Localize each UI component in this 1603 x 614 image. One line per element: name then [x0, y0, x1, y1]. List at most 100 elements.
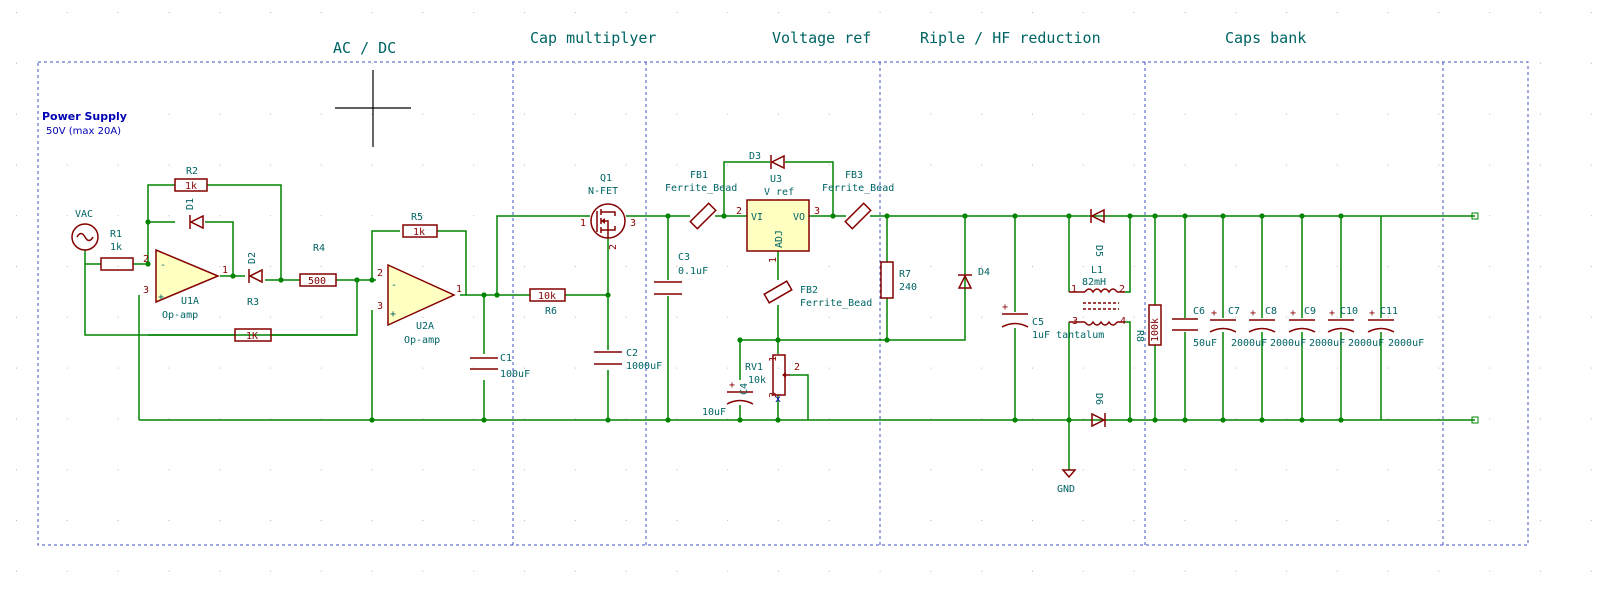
capacitor-c7[interactable]: + C7 2000uF — [1209, 306, 1267, 349]
grid-dot — [320, 367, 322, 369]
grid-dot — [1540, 215, 1541, 217]
fb1-ref: FB1 — [690, 170, 708, 181]
output-terminal-positive[interactable] — [1471, 212, 1479, 220]
junction-dot — [605, 292, 611, 298]
grid-dot — [828, 12, 830, 13]
grid-dot — [524, 469, 525, 471]
capacitor-c4[interactable]: + C4 10uF — [702, 380, 754, 418]
ferrite-bead-fb1[interactable]: FB1 Ferrite_Bead — [665, 170, 737, 230]
ferrite-bead-fb2[interactable]: FB2 Ferrite_Bead — [763, 280, 872, 309]
capacitor-c3[interactable]: C3 0.1uF — [654, 252, 708, 295]
grid-dot — [524, 12, 525, 13]
c8-ref: C8 — [1265, 306, 1277, 317]
diode-d3[interactable]: D3 — [749, 151, 785, 170]
grid-dot — [1235, 520, 1237, 521]
grid-dot — [66, 215, 68, 217]
grid-dot — [778, 12, 779, 13]
resistor-r1[interactable]: R1 1k — [100, 229, 134, 271]
capacitor-c5[interactable]: + C5 1uF tantalum — [1001, 302, 1104, 341]
potentiometer-rv1[interactable]: RV1 10k 2 1 3 x — [745, 354, 800, 405]
grid-dot — [16, 418, 17, 420]
junction-dot — [1182, 213, 1188, 219]
grid-dot — [270, 367, 271, 369]
rv1-pin3: 3 — [768, 392, 779, 398]
u2-pin1: 1 — [456, 284, 462, 295]
diode-d1[interactable]: D1 — [185, 198, 204, 230]
grid-dot — [270, 316, 271, 318]
c9-value: 2000uF — [1309, 338, 1345, 349]
output-terminal-ground[interactable] — [1471, 416, 1479, 424]
grid-dot — [1184, 62, 1186, 64]
resistor-r2[interactable]: 1k R2 — [174, 166, 208, 192]
grid-dot — [1286, 62, 1287, 64]
resistor-r4[interactable]: 500 R4 — [299, 243, 337, 287]
ground-symbol[interactable]: GND — [1057, 469, 1077, 495]
diode-d6[interactable]: D6 — [1091, 393, 1106, 428]
grid-dot — [117, 570, 119, 572]
grid-dot — [676, 367, 678, 369]
grid-dot — [371, 164, 373, 166]
junction-dot — [1127, 417, 1133, 423]
junction-dot — [962, 213, 968, 219]
capacitor-c9[interactable]: + C9 2000uF — [1288, 306, 1345, 349]
grid-dot — [473, 367, 475, 369]
grid-dot — [1590, 113, 1592, 115]
resistor-r7[interactable]: R7 240 — [880, 261, 917, 299]
grid-dot — [1235, 113, 1237, 115]
grid-dot — [625, 266, 627, 267]
regulator-u3[interactable]: VI VO ADJ U3 V ref 2 3 1 — [736, 174, 820, 263]
r2-ref: R2 — [186, 166, 198, 177]
grid-dot — [828, 367, 830, 369]
grid-dot — [828, 113, 830, 115]
r2-value: 1k — [185, 181, 197, 192]
grid-dot — [1082, 12, 1084, 13]
ac-source-vac[interactable]: VAC — [71, 209, 99, 251]
resistor-r6[interactable]: 10k R6 — [529, 288, 566, 317]
resistor-r8[interactable]: 100k R8 — [1134, 304, 1162, 346]
capacitor-c2[interactable]: C2 1000uF — [594, 348, 662, 372]
grid-dot — [625, 316, 627, 318]
resistor-r3[interactable]: 1K — [234, 328, 272, 342]
junction-dot — [1066, 417, 1072, 423]
capacitor-c6[interactable]: C6 50uF — [1172, 306, 1217, 349]
grid-dot — [473, 266, 475, 267]
grid-dot — [1235, 12, 1237, 13]
r3-value: 1K — [246, 331, 258, 342]
grid-dot — [1235, 62, 1237, 64]
mosfet-q1[interactable]: Q1 N-FET 1 3 2 — [580, 173, 636, 250]
opamp-u1a[interactable]: - + 2 3 1 U1A Op-amp — [143, 248, 228, 321]
capacitor-c8[interactable]: + C8 2000uF — [1248, 306, 1306, 349]
grid-dot — [1184, 469, 1186, 471]
capacitor-c10[interactable]: + C10 2000uF — [1327, 306, 1384, 349]
grid-dot — [981, 62, 983, 64]
grid-dot — [1540, 164, 1541, 166]
grid-dot — [778, 113, 779, 115]
c9-ref: C9 — [1304, 306, 1316, 317]
grid-dot — [1286, 113, 1287, 115]
diode-d5[interactable]: D5 — [1090, 208, 1105, 257]
capacitor-c1[interactable]: C1 100uF — [470, 353, 530, 380]
grid-dot — [1286, 12, 1287, 13]
grid-dot — [574, 316, 576, 318]
diode-d2[interactable]: D2 — [247, 252, 263, 284]
grid-dot — [524, 520, 525, 521]
coupled-inductor-l1[interactable]: L1 82mH 1 2 3 4 — [1069, 265, 1126, 327]
grid-dot — [1590, 520, 1592, 521]
grid-dot — [930, 266, 932, 267]
ferrite-bead-fb3[interactable]: FB3 Ferrite_Bead — [822, 170, 894, 230]
grid-dot — [1082, 316, 1084, 318]
grid-dot — [1590, 12, 1592, 13]
grid-dot — [1540, 570, 1541, 572]
grid-dot — [1540, 469, 1541, 471]
grid-dot — [1336, 520, 1338, 521]
grid-dot — [1438, 316, 1440, 318]
c6-value: 50uF — [1193, 338, 1217, 349]
diode-d4[interactable]: D4 — [957, 267, 990, 289]
grid-dot — [1438, 469, 1440, 471]
opamp-u2a[interactable]: - + 2 3 1 U2A Op-amp — [377, 263, 462, 346]
resistor-r5[interactable]: 1k R5 — [402, 212, 438, 238]
capacitor-c11[interactable]: + C11 2000uF — [1367, 306, 1424, 349]
grid-dot — [1082, 367, 1084, 369]
r8-value: 100k — [1150, 318, 1161, 342]
